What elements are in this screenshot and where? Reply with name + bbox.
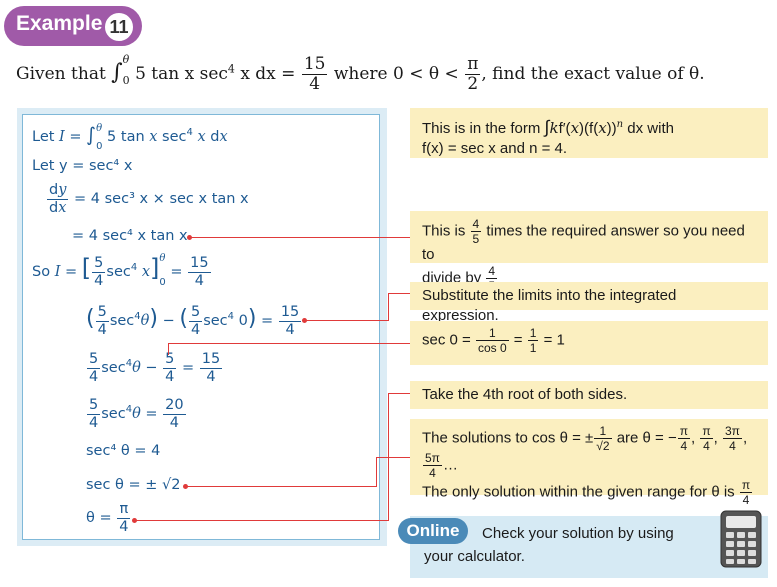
question-given: Given that — [16, 64, 106, 84]
question-xdx: x dx = — [240, 64, 296, 84]
note-solutions: The solutions to cos θ = ±1√2 are θ = −π… — [410, 419, 768, 506]
connector-line-2c — [388, 293, 410, 294]
question-integrand: 5 tan x sec — [135, 64, 228, 84]
connector-line-5b — [376, 457, 377, 487]
connector-line-5c — [376, 457, 410, 458]
connector-dot-4 — [132, 518, 137, 523]
connector-line-1 — [190, 237, 410, 238]
example-number: 11 — [102, 10, 136, 44]
question-power: 4 — [227, 62, 235, 76]
question-tail: , find the exact value of θ. — [481, 64, 705, 84]
online-text: Check your solution by using your calcul… — [424, 522, 724, 569]
connector-dot-1 — [187, 235, 192, 240]
calculator-icon — [720, 510, 762, 572]
connector-line-4a — [388, 393, 410, 394]
connector-line-2b — [388, 293, 389, 321]
note-substitute: Substitute the limits into the integrate… — [410, 282, 768, 324]
connector-line-5a — [186, 486, 376, 487]
online-panel — [410, 516, 768, 578]
working-line-10: sec θ = ± √2 — [86, 477, 181, 493]
online-line-1: Check your solution by using — [482, 525, 674, 542]
note-4th-root: Take the 4th root of both sides. — [410, 381, 768, 409]
working-line-2: Let y = sec⁴ x — [32, 158, 133, 174]
online-badge: Online — [398, 518, 468, 544]
note-form: This is in the form ∫kf′(x)(f(x))n dx wi… — [410, 108, 768, 158]
working-line-9: sec⁴ θ = 4 — [86, 443, 161, 459]
connector-line-2a — [305, 320, 389, 321]
connector-line-4c — [135, 520, 389, 521]
working-line-4: = 4 sec⁴ x tan x — [72, 228, 188, 244]
question-where: where 0 < θ < — [333, 64, 459, 84]
online-line-2: your calculator. — [424, 548, 525, 566]
connector-dot-2 — [302, 318, 307, 323]
connector-dot-5 — [183, 484, 188, 489]
connector-line-3b — [168, 343, 169, 355]
working-area — [22, 114, 380, 540]
example-label: Example — [16, 12, 103, 35]
connector-line-3a — [168, 343, 410, 344]
